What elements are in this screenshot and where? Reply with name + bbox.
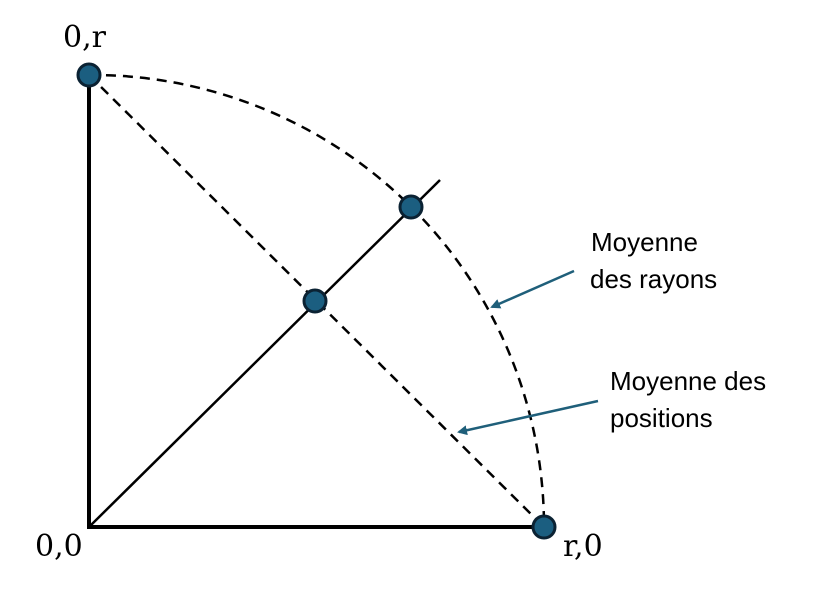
radius-mean-arrow (490, 269, 575, 309)
point-position-mean (302, 288, 328, 314)
label-origin: 0,0 (35, 529, 83, 564)
point-top (76, 62, 102, 88)
annotation-radius-mean-line2: des rayons (590, 264, 717, 294)
annotation-position-mean-line2: positions (610, 403, 713, 433)
radius-mean-arc (88, 73, 546, 528)
annotation-radius-mean-line1: Moyenne (591, 227, 698, 257)
annotation-position-mean-line1: Moyenne des (610, 366, 766, 396)
point-radius-mean (398, 194, 424, 220)
label-top: 0,r (63, 20, 107, 55)
point-right (531, 514, 557, 540)
position-mean-arrow (457, 399, 599, 436)
diagonal-line (88, 179, 441, 528)
position-mean-chord (88, 74, 545, 528)
label-right: r,0 (563, 529, 603, 564)
